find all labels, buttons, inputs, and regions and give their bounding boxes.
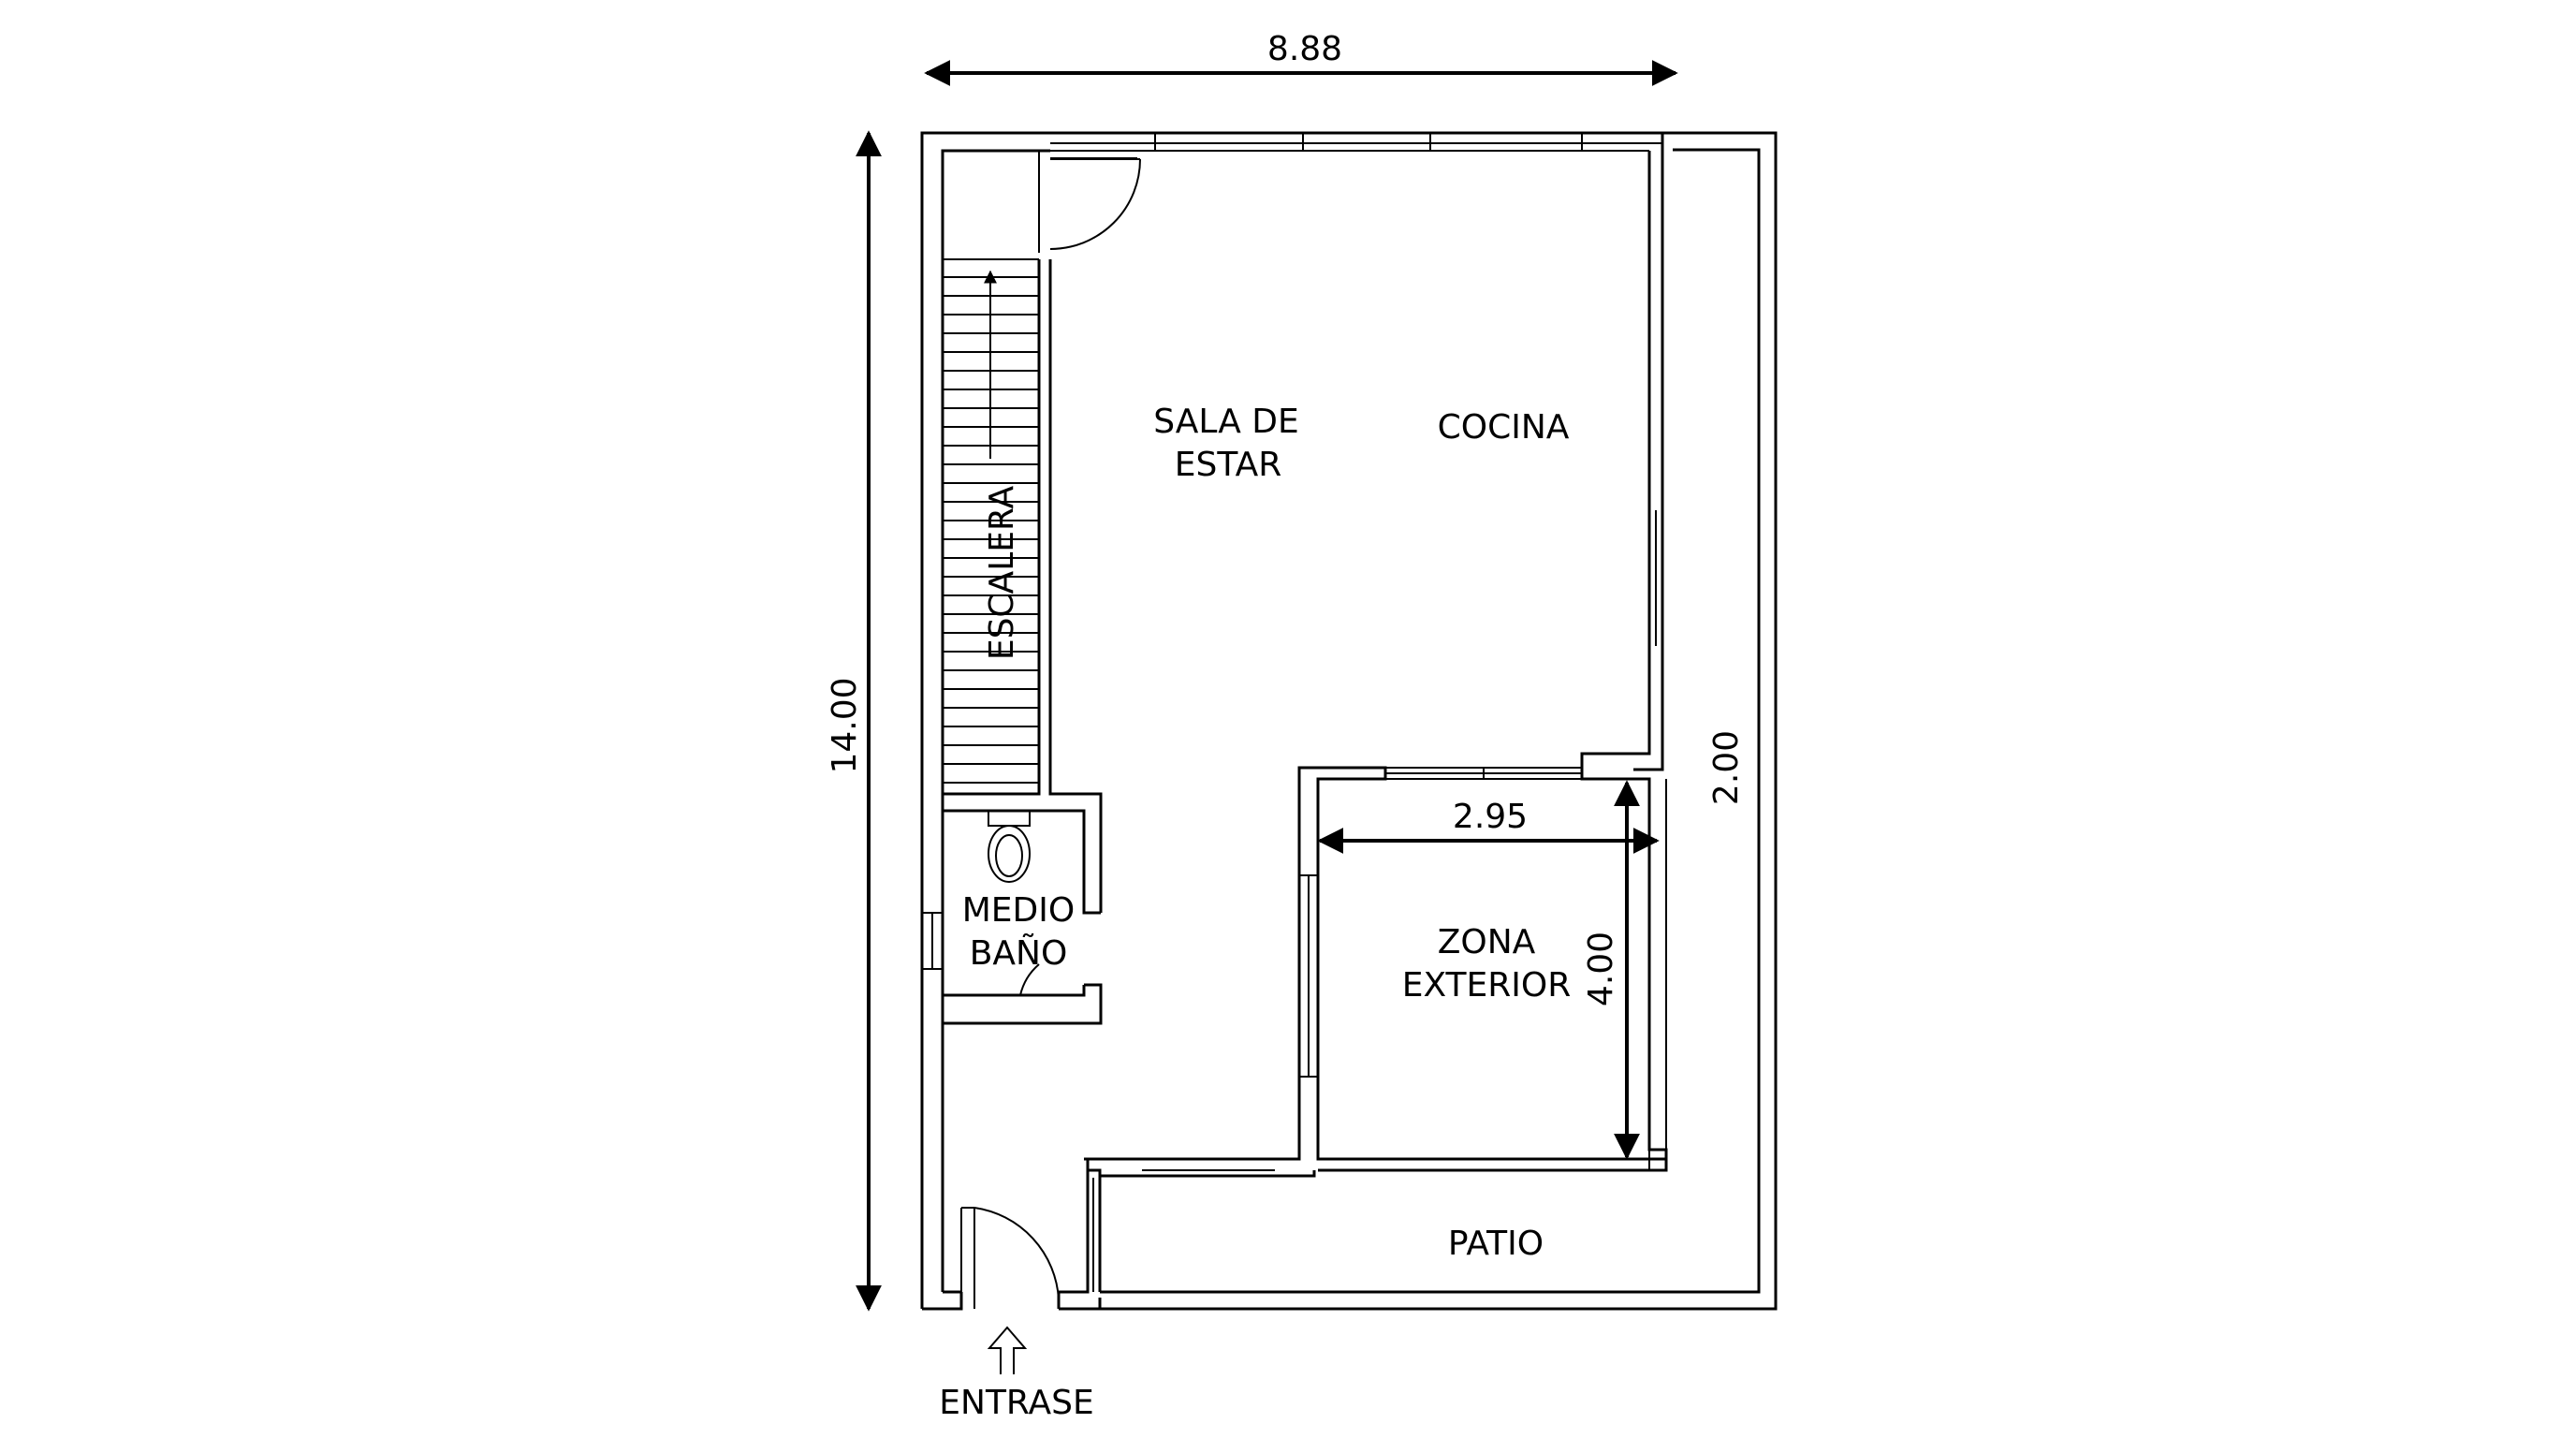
arrow-up-icon <box>987 1326 1028 1374</box>
entrance-door <box>960 1207 1060 1309</box>
room-label-bath-2: BAÑO <box>970 933 1068 973</box>
toilet-icon <box>988 810 1031 883</box>
kitchen-right-wall <box>1580 143 1664 771</box>
dimension-lines <box>856 60 1678 1312</box>
dimension-height-label: 14.00 <box>826 677 864 773</box>
room-label-exterior-2: EXTERIOR <box>1402 966 1572 1005</box>
stairs <box>943 258 1103 913</box>
top-windows <box>1050 133 1662 159</box>
dimension-exterior-height-label: 4.00 <box>1582 932 1620 1006</box>
door-swing-icon <box>1038 151 1141 253</box>
dimension-width-label: 8.88 <box>1267 30 1342 68</box>
dimension-exterior-width-label: 2.95 <box>1453 798 1528 836</box>
exterior-zone-walls <box>1084 766 1668 1178</box>
room-label-bath-1: MEDIO <box>962 891 1075 930</box>
room-label-living-1: SALA DE <box>1153 403 1299 441</box>
dimension-side-label: 2.00 <box>1707 730 1746 805</box>
room-label-patio: PATIO <box>1448 1225 1544 1263</box>
room-label-stairs: ESCALERA <box>983 485 1021 660</box>
entrance-label: ENTRASE <box>939 1384 1093 1422</box>
half-bath <box>922 809 1103 1025</box>
entrance-wall <box>1057 1157 1106 1309</box>
room-label-exterior-1: ZONA <box>1438 923 1536 961</box>
room-label-living-2: ESTAR <box>1175 446 1281 484</box>
room-label-kitchen: COCINA <box>1438 408 1570 447</box>
